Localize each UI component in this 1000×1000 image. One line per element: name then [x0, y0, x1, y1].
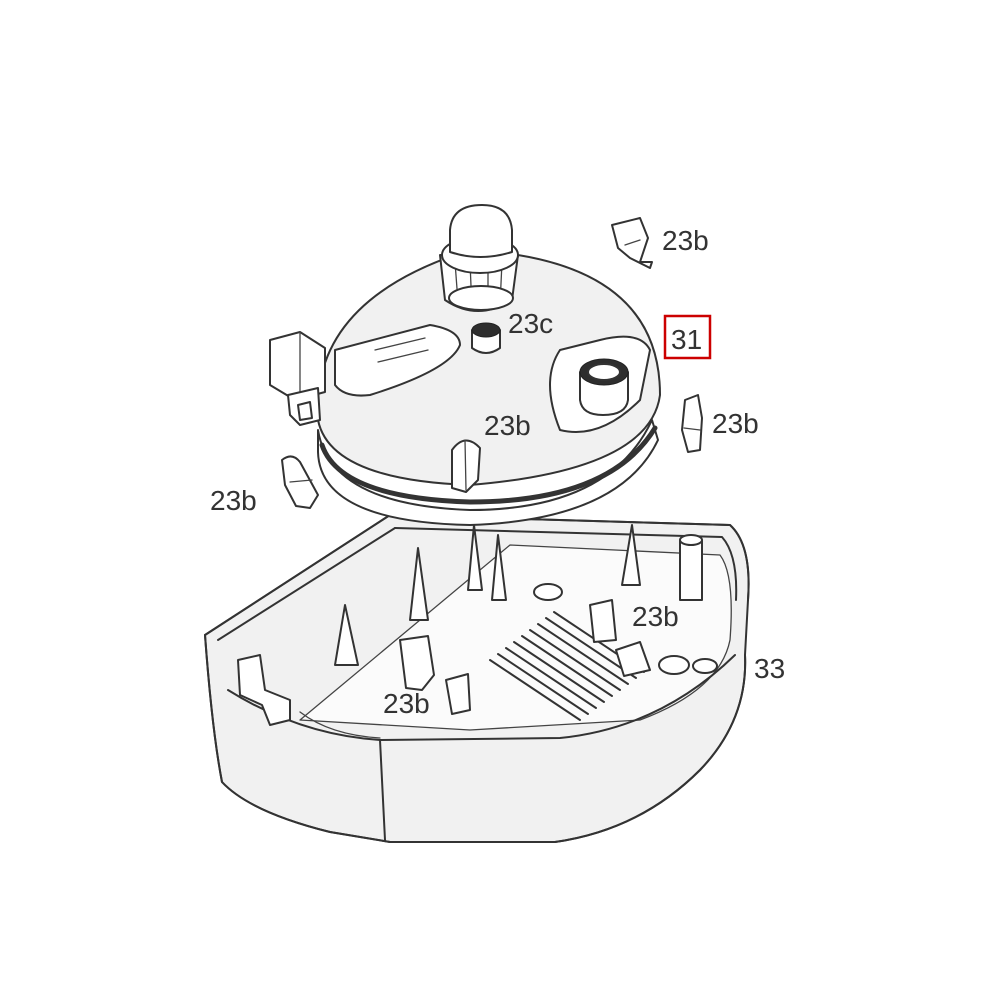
label-23b-left: 23b	[210, 485, 257, 516]
label-33: 33	[754, 653, 785, 684]
label-31: 31	[671, 324, 702, 355]
lid-cover	[269, 204, 661, 526]
clip-part-left	[281, 455, 319, 509]
label-23c: 23c	[508, 308, 553, 339]
label-23b-center: 23b	[484, 410, 531, 441]
label-23b-right: 23b	[712, 408, 759, 439]
label-23b-base-left: 23b	[383, 688, 430, 719]
clip-part-right	[681, 394, 703, 453]
clip-part-top	[611, 217, 653, 269]
highlight-box	[663, 314, 712, 360]
label-23b-base-right: 23b	[632, 601, 679, 632]
label-23b-top: 23b	[662, 225, 709, 256]
base-tray	[204, 514, 750, 843]
